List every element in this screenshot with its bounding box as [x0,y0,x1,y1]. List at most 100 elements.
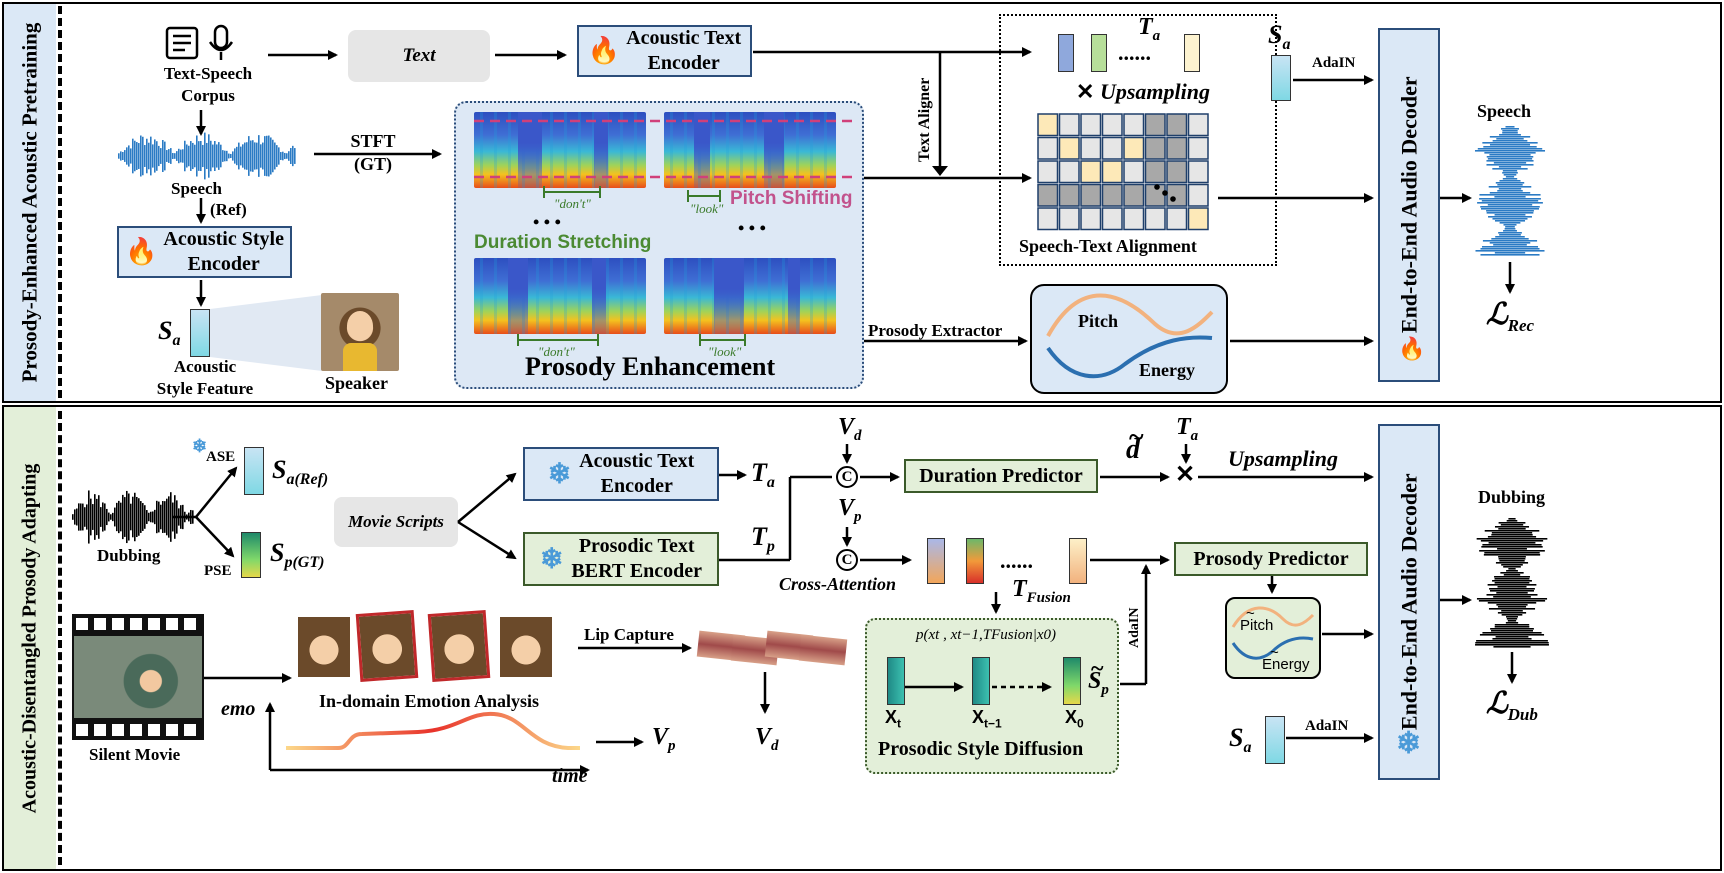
fusion-feature-1 [927,538,945,584]
alignment-cell [1166,160,1188,184]
waveform-sample [84,507,86,527]
waveform-sample [274,142,276,170]
waveform-sample [178,148,180,164]
sa-tr-main: S [1268,20,1283,49]
waveform-sample [294,148,296,164]
waveform-sample [166,498,168,536]
waveform-sample [168,149,170,163]
waveform-sample [1484,152,1536,154]
waveform-sample [1506,570,1518,572]
speaker-label: Speaker [325,373,388,393]
waveform-sample [1494,214,1526,216]
waveform-sample [208,134,210,178]
waveform-sample [198,141,200,171]
vd-b-main: V [755,724,772,750]
waveform-sample [184,140,186,172]
acoustic-text-encoder-bottom-label: Acoustic Text Encoder [579,450,695,497]
waveform-sample [266,135,268,177]
ellipsis-right: • • • [738,218,766,238]
waveform-sample [1498,556,1526,558]
x-t-sub: t [897,716,902,731]
film-bottom-holes [76,724,200,736]
waveform-sample [78,503,80,531]
waveform-sample [1494,624,1530,626]
concat-2-label: C [841,551,853,568]
waveform-sample [118,500,120,534]
waveform-sample [1488,608,1536,610]
prosody-predictor-label: Prosody Predictor [1193,547,1349,570]
waveform-sample [102,502,104,532]
x-t-label: Xt [885,707,901,731]
alignment-cell [1144,113,1166,137]
speech-waveform [118,132,296,180]
waveform-sample [1483,146,1537,148]
alignment-cell [1058,207,1080,231]
waveform-sample [148,512,150,522]
ta-b-sub: a [766,474,775,492]
fire-icon: 🔥 [587,35,621,65]
waveform-sample [1505,126,1515,128]
snowflake-icon: ❄ [539,543,564,575]
ref-label: (Ref) [210,200,247,219]
alignment-cell [1101,207,1123,231]
dubbing-out-waveform [1475,518,1549,648]
x-t-main: X [885,707,898,727]
waveform-sample [1503,574,1521,576]
alignment-cell [1101,113,1123,137]
waveform-sample [1489,242,1531,244]
waveform-sample [232,151,234,161]
waveform-sample [1486,164,1534,166]
waveform-sample [1481,546,1543,548]
waveform-sample [280,152,282,160]
waveform-sample [140,135,142,177]
alignment-cell [1123,207,1145,231]
x-0-block [1063,657,1081,705]
waveform-sample [210,140,212,172]
waveform-sample [1506,520,1518,522]
waveform-sample [1486,156,1534,158]
waveform-sample [1491,532,1533,534]
waveform-sample [1502,170,1518,172]
prosody-extractor-label: Prosody Extractor [868,321,1003,340]
waveform-sample [1503,224,1517,226]
sp-gt-main: S [270,538,285,567]
waveform-sample [272,139,274,173]
waveform-sample [1486,212,1534,214]
ta2-sub: a [1190,427,1199,444]
waveform-sample [236,146,238,166]
waveform-sample [1504,228,1516,230]
waveform-sample [1489,588,1535,590]
waveform-sample [1495,182,1525,184]
waveform-sample [246,142,248,170]
pitch-label-top: Pitch [1078,311,1118,331]
decoder-bottom: End-to-End Audio Decoder [1378,424,1440,780]
waveform-sample [1502,172,1518,174]
energy-b-text: Energy [1262,656,1310,673]
stft-label: STFT (GT) [350,131,396,174]
prosodic-text-encoder: ❄ Prosodic Text BERT Encoder [523,532,719,586]
sp-tilde-mark: ~ [1091,656,1104,682]
x-t1-sub: t−1 [984,716,1002,731]
waveform-sample [168,496,170,538]
waveform-sample [1505,622,1519,624]
alignment-cell [1187,113,1209,137]
cross-attention-label: Cross-Attention [779,574,897,594]
alignment-grid [1037,113,1209,231]
waveform-sample [1505,226,1515,228]
acoustic-style-feature-bar [190,309,210,357]
sp-tilde-sub: p [1101,681,1109,698]
waveform-sample [268,135,270,177]
acoustic-text-encoder-top-label: Acoustic Text Encoder [626,27,742,74]
waveform-sample [146,138,148,174]
waveform-sample [1476,538,1548,540]
waveform-sample [278,147,280,165]
adain2-label: AdaIN [1305,718,1349,734]
waveform-sample [124,497,126,537]
emotion-analysis-label: In-domain Emotion Analysis [319,691,540,711]
waveform-sample [1480,248,1540,250]
x-t1-label: Xt−1 [972,707,1002,731]
film-frame [74,636,202,718]
waveform-sample [1492,218,1528,220]
waveform-sample [1494,220,1526,222]
waveform-sample [144,145,146,167]
